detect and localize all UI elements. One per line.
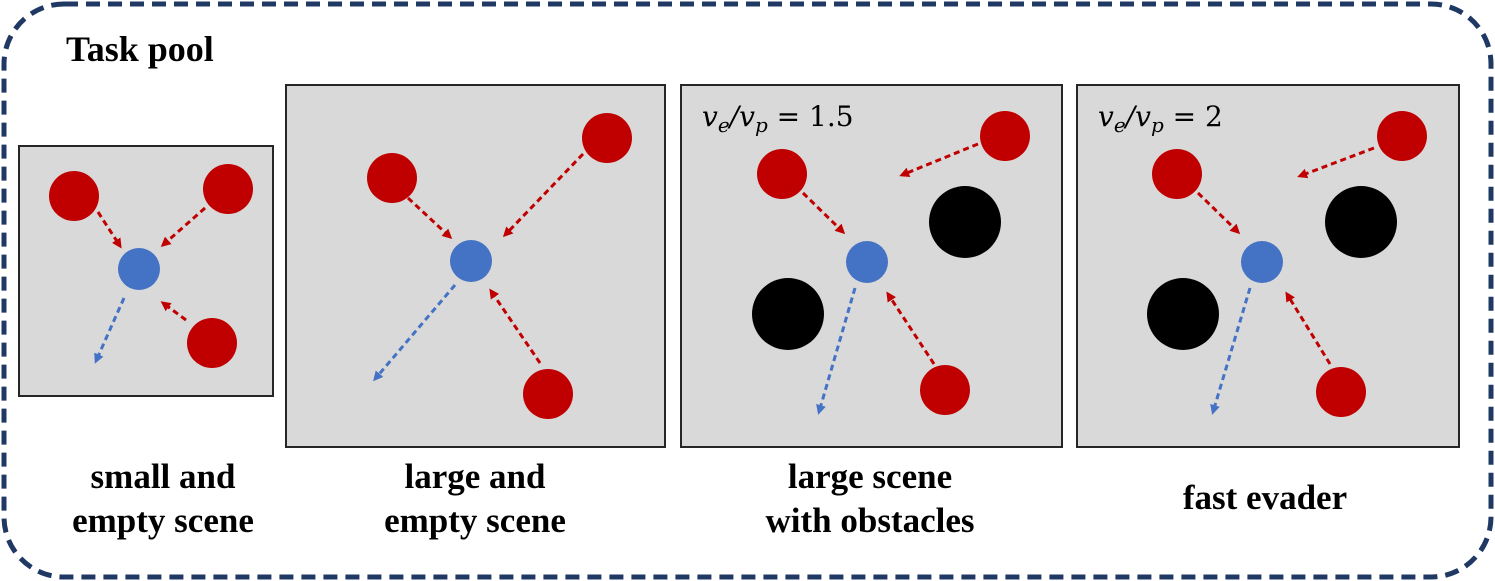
pursuer-arrow: [801, 191, 846, 235]
obstacle: [752, 278, 824, 350]
pursuer-dot: [920, 365, 970, 415]
pursuer-arrow: [160, 206, 206, 247]
pursuer-dot: [582, 113, 632, 163]
scene-2-agents: [367, 113, 632, 419]
scene-1-agents: [49, 164, 253, 368]
pursuer-dot: [1377, 111, 1427, 161]
pursuer-arrow: [160, 301, 187, 322]
pursuer-dot: [1316, 367, 1366, 417]
evader-dot: [1241, 241, 1283, 283]
caption-line: large scene: [787, 457, 953, 496]
evader-arrow: [1210, 287, 1252, 415]
caption-line: empty scene: [384, 501, 566, 540]
pursuer-dot: [757, 149, 807, 199]
speed-ratio-label: ve/vp = 1.5: [702, 100, 854, 137]
pursuer-arrow: [1285, 291, 1332, 365]
caption-line: small and: [90, 457, 236, 496]
speed-ratio-label: ve/vp = 2: [1098, 100, 1223, 137]
pursuer-arrow: [406, 196, 453, 240]
pursuer-arrow: [502, 152, 585, 238]
pursuer-dot: [1152, 149, 1202, 199]
scene-caption: large and empty scene: [320, 455, 630, 543]
pursuer-dot: [187, 318, 237, 368]
diagram-title: Task pool: [66, 29, 214, 69]
obstacle: [929, 186, 1001, 258]
caption-line: fast evader: [1182, 478, 1348, 517]
evader-arrow: [373, 284, 457, 382]
obstacle: [1325, 186, 1397, 258]
pursuer-arrow: [96, 211, 122, 249]
evader-dot: [450, 240, 492, 282]
pursuer-arrow: [886, 291, 936, 365]
obstacle: [1147, 278, 1219, 350]
scene-4-agents: [1147, 111, 1427, 417]
pursuer-arrow: [1196, 191, 1241, 235]
scene-3-agents: [752, 111, 1030, 415]
pursuer-arrow: [1297, 146, 1375, 179]
scene-caption: fast evader: [1100, 476, 1430, 520]
scene-caption: small and empty scene: [18, 455, 308, 543]
caption-line: empty scene: [72, 501, 254, 540]
evader-dot: [118, 248, 160, 290]
caption-line: large and: [404, 457, 546, 496]
evader-arrow: [94, 297, 126, 364]
pursuer-dot: [523, 369, 573, 419]
evader-dot: [846, 241, 888, 283]
pursuer-dot: [980, 111, 1030, 161]
pursuer-arrow: [489, 288, 542, 364]
evader-arrow: [816, 287, 857, 415]
pursuer-dot: [49, 171, 99, 221]
caption-line: with obstacles: [765, 501, 975, 540]
pursuer-dot: [203, 164, 253, 214]
pursuer-arrow: [899, 142, 979, 177]
scene-caption: large scene with obstacles: [705, 455, 1035, 543]
pursuer-dot: [367, 153, 417, 203]
